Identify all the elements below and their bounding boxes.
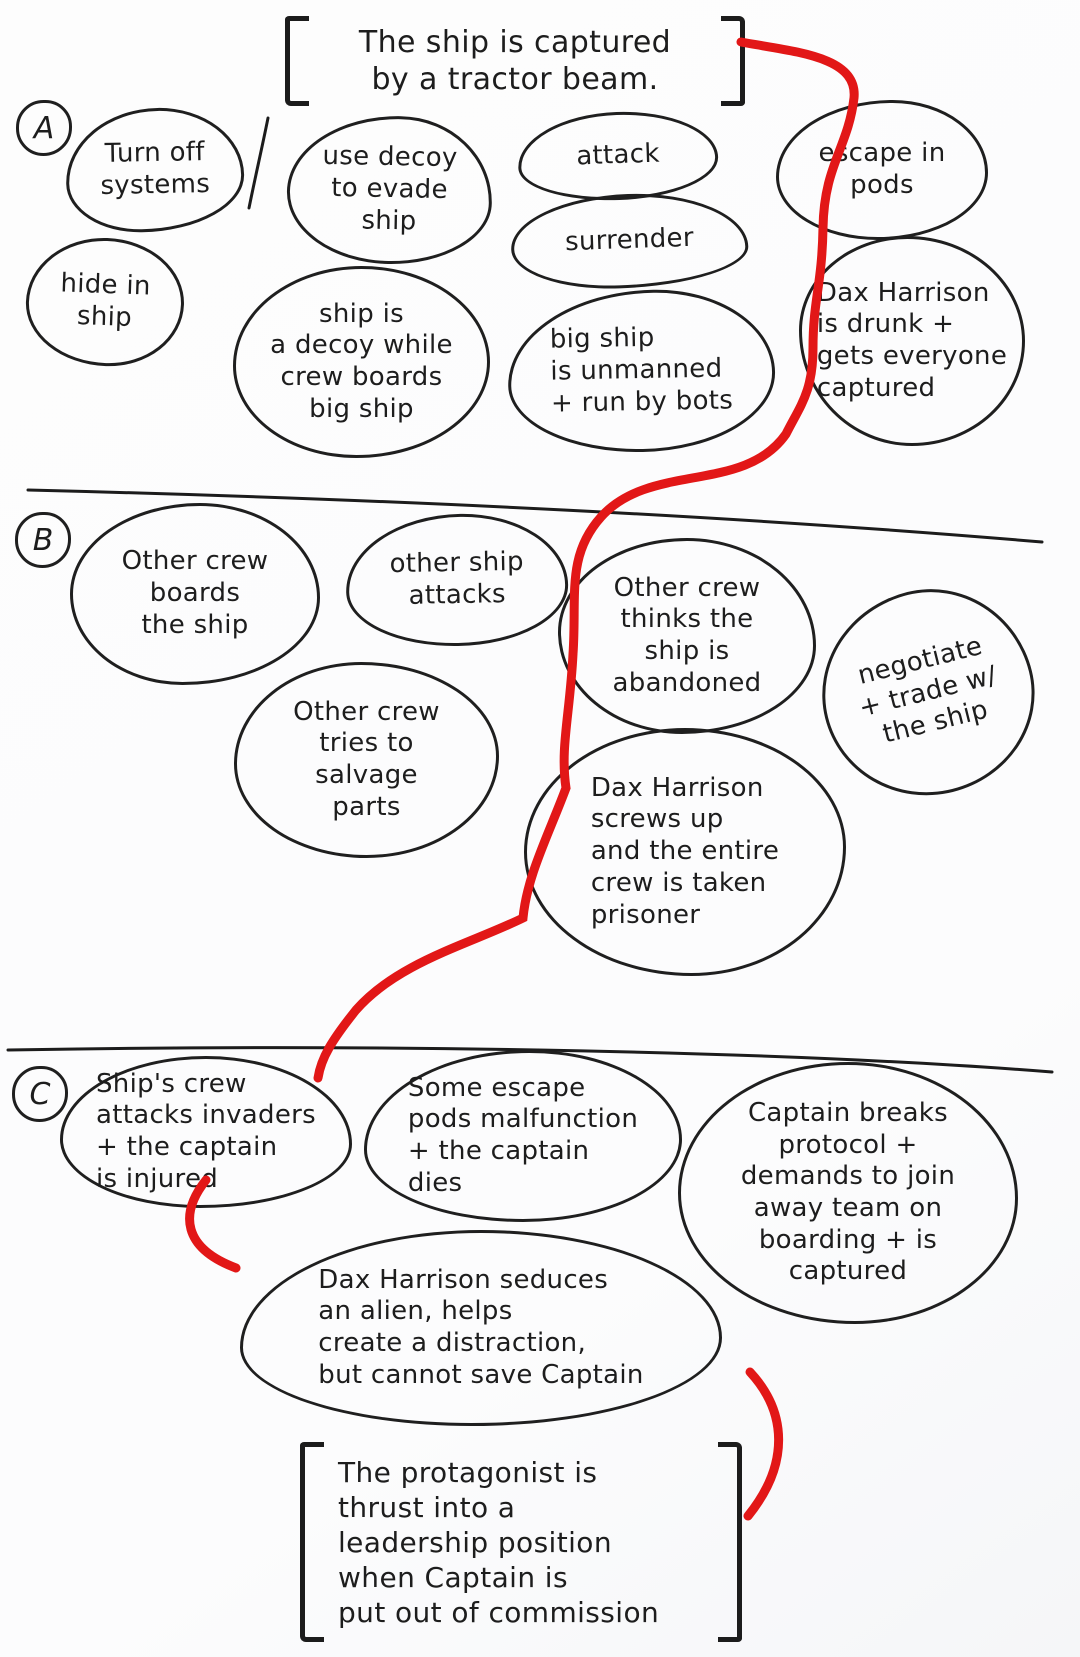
- bubble-text: other ship attacks: [389, 547, 525, 611]
- bubble-escape-in-pods: escape in pods: [776, 100, 988, 240]
- footer-text: The protagonist is thrust into a leaders…: [338, 1455, 660, 1629]
- label-c-text: C: [29, 1076, 51, 1112]
- bubble-text: escape in pods: [818, 138, 946, 200]
- footer-bracket: The protagonist is thrust into a leaders…: [300, 1442, 742, 1642]
- section-label-a: A: [16, 100, 72, 156]
- bubble-text: Captain breaks protocol + demands to joi…: [740, 1097, 956, 1287]
- bubble-text: Dax Harrison is drunk + gets everyone ca…: [816, 277, 1008, 403]
- label-a-text: A: [33, 110, 55, 146]
- bubble-turn-off-systems: Turn off systems: [64, 106, 246, 234]
- left-bracket: [300, 1442, 324, 1642]
- bubble-text: negotiate + trade w/ the ship: [854, 630, 1000, 750]
- bubble-dax-drunk-captured: Dax Harrison is drunk + gets everyone ca…: [799, 236, 1025, 446]
- label-b-text: B: [32, 522, 54, 558]
- bubble-captain-breaks-protocol: Captain breaks protocol + demands to joi…: [678, 1062, 1018, 1324]
- bubble-ship-decoy-crew-boards: ship is a decoy while crew boards big sh…: [233, 266, 490, 458]
- bubble-big-ship-unmanned: big ship is unmanned + run by bots: [506, 287, 777, 455]
- title-text: The ship is captured by a tractor beam.: [358, 24, 672, 98]
- bubble-text: hide in ship: [59, 268, 152, 333]
- bubble-use-decoy: use decoy to evade ship: [285, 114, 494, 266]
- bubble-text: Ship's crew attacks invaders + the capta…: [96, 1068, 316, 1194]
- bubble-other-ship-attacks: other ship attacks: [344, 512, 570, 648]
- bubble-text: Other crew thinks the ship is abandoned: [612, 572, 762, 698]
- bubble-crew-thinks-abandoned: Other crew thinks the ship is abandoned: [558, 538, 816, 734]
- bubble-text: Other crew tries to salvage parts: [293, 696, 440, 822]
- section-label-b: B: [15, 512, 71, 568]
- bubble-text: Some escape pods malfunction + the capta…: [407, 1072, 639, 1198]
- bubble-hide-in-ship: hide in ship: [23, 235, 187, 369]
- bubble-text: Dax Harrison screws up and the entire cr…: [590, 772, 780, 930]
- bubble-attack: attack: [516, 108, 720, 204]
- bubble-text: ship is a decoy while crew boards big sh…: [270, 298, 453, 424]
- bubble-text: Turn off systems: [100, 137, 211, 201]
- right-bracket: [721, 16, 745, 106]
- left-bracket: [285, 16, 309, 106]
- bubble-surrender: surrender: [509, 189, 750, 293]
- slash-mark: [247, 116, 270, 210]
- section-label-c: C: [12, 1066, 68, 1122]
- bubble-text: attack: [575, 138, 661, 172]
- bubble-text: surrender: [564, 222, 695, 258]
- bubble-other-crew-boards: Other crew boards the ship: [70, 503, 320, 685]
- red-path-to-footer: [743, 1367, 784, 1521]
- bubble-text: use decoy to evade ship: [322, 141, 458, 237]
- bubble-crew-salvage-parts: Other crew tries to salvage parts: [234, 662, 499, 858]
- bubble-negotiate-trade: negotiate + trade w/ the ship: [800, 567, 1056, 818]
- bubble-dax-screws-up: Dax Harrison screws up and the entire cr…: [524, 728, 846, 976]
- bubble-crew-attacks-invaders: Ship's crew attacks invaders + the capta…: [60, 1056, 352, 1208]
- title-bracket: The ship is captured by a tractor beam.: [285, 16, 745, 106]
- bubble-pods-malfunction: Some escape pods malfunction + the capta…: [364, 1050, 682, 1222]
- bubble-text: big ship is unmanned + run by bots: [549, 323, 734, 419]
- bubble-dax-seduces-alien: Dax Harrison seduces an alien, helps cre…: [240, 1230, 722, 1426]
- bubble-text: Dax Harrison seduces an alien, helps cre…: [318, 1264, 644, 1390]
- right-bracket: [718, 1442, 742, 1642]
- bubble-text: Other crew boards the ship: [121, 546, 269, 640]
